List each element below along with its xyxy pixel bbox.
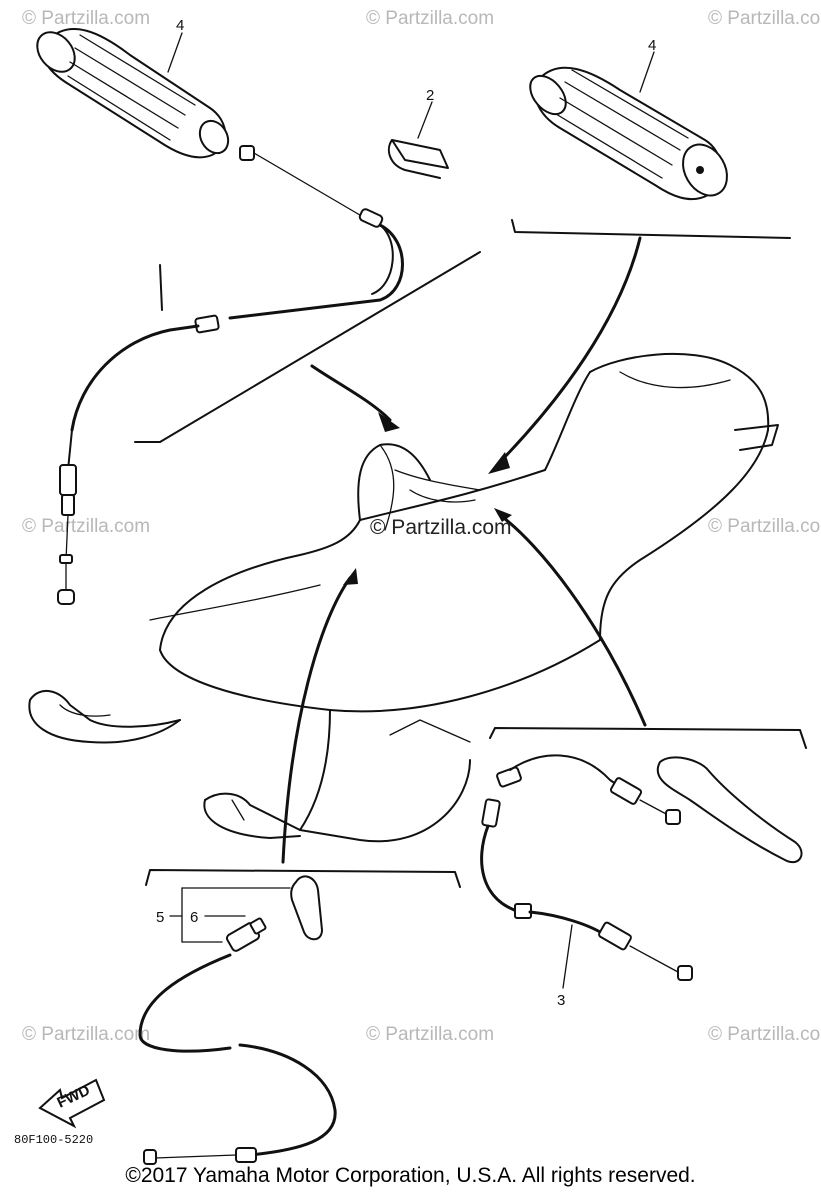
brake-cable-group [480, 727, 807, 989]
watermark-top-right: © Partzilla.com [708, 8, 821, 29]
callout-4-right: 4 [648, 37, 656, 54]
watermark-bottom-center: © Partzilla.com [366, 1024, 494, 1045]
watermark-mid-left: © Partzilla.com [22, 516, 150, 537]
watermark-bottom-left: © Partzilla.com [22, 1024, 150, 1045]
diagram-code: 80F100-5220 [14, 1133, 93, 1147]
snowmobile-body [28, 352, 779, 843]
throttle-cable-upper [57, 145, 481, 605]
callout-3: 3 [557, 992, 565, 1009]
watermark-bottom-right: © Partzilla.com [708, 1024, 821, 1045]
callout-5: 5 [156, 909, 164, 926]
callout-2: 2 [426, 87, 434, 104]
callout-6: 6 [190, 909, 198, 926]
watermark-top-left: © Partzilla.com [22, 8, 150, 29]
grip-left [36, 27, 230, 159]
fwd-arrow-icon: FWD [38, 1078, 106, 1129]
watermark-top-center: © Partzilla.com [366, 8, 494, 29]
clip-part [387, 101, 449, 179]
throttle-switch-group [138, 869, 461, 1165]
callout-4-left: 4 [176, 17, 184, 34]
watermark-mid-right: © Partzilla.com [708, 516, 821, 537]
pointer-arrows [281, 236, 647, 864]
grip-right [511, 51, 791, 239]
copyright-notice: ©2017 Yamaha Motor Corporation, U.S.A. A… [125, 1164, 696, 1187]
watermark-center: © Partzilla.com [370, 516, 512, 539]
